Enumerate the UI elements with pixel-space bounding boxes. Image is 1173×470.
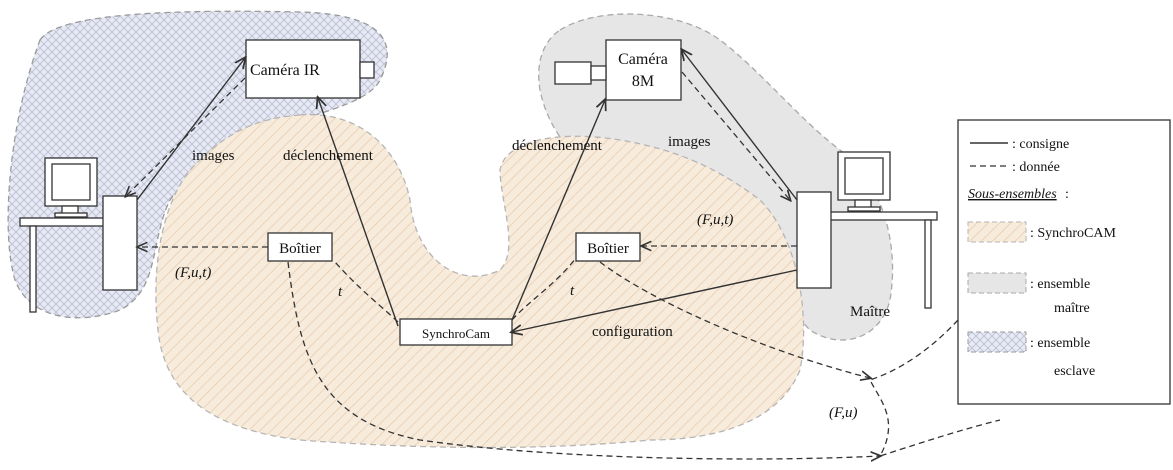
legend-consigne: : consigne <box>1012 137 1069 152</box>
camera-8m-label-1: Caméra <box>618 51 668 68</box>
images-left-label: images <box>192 148 235 164</box>
synchrocam-label: SynchroCam <box>422 326 490 341</box>
legend-maitre-swatch <box>967 272 1027 294</box>
fut-left-label: (F,u,t) <box>175 265 211 281</box>
legend-donnee: : donnée <box>1012 160 1060 175</box>
camera-ir-node: Caméra IR <box>245 39 375 99</box>
declenchement-left-label: déclenchement <box>283 148 374 164</box>
t-right-line <box>511 257 577 321</box>
slave-pc-icon <box>19 157 138 313</box>
consigne-maitre-to-camera-8m <box>682 50 798 201</box>
fu-legend-link <box>869 319 1001 458</box>
configuration-line <box>512 269 798 332</box>
images-camera-ir-to-pc <box>126 77 246 196</box>
declenchement-right-label: déclenchement <box>512 138 603 154</box>
images-right-label: images <box>668 134 711 150</box>
legend-esclave-swatch <box>967 331 1027 353</box>
fut-right-label: (F,u,t) <box>697 212 733 228</box>
legend-synchrocam-swatch <box>967 221 1027 243</box>
fu-label: (F,u) <box>829 405 857 421</box>
synchrocam-region <box>155 113 805 449</box>
maitre-label: Maître <box>850 304 890 320</box>
master-pc-icon <box>796 151 938 309</box>
t-left-label: t <box>338 284 343 300</box>
consigne-pc-to-camera-ir <box>136 58 245 201</box>
legend-esclave-2: esclave <box>1054 364 1095 379</box>
legend-sous-ensembles: Sous-ensembles <box>968 187 1057 202</box>
legend-esclave-1: : ensemble <box>1030 336 1090 351</box>
synchrocam-node: SynchroCam <box>399 318 513 346</box>
camera-8m-node: Caméra 8M <box>554 39 682 101</box>
boitier-right-node: Boîtier <box>575 232 641 262</box>
camera-8m-label-2: 8M <box>632 73 654 90</box>
declenchement-left-line <box>318 98 399 327</box>
fu-curve-right <box>599 261 870 378</box>
boitier-left-node: Boîtier <box>267 232 333 262</box>
fu-curve-left <box>287 261 880 459</box>
legend: : consigne : donnée Sous-ensembles : : S… <box>957 119 1171 405</box>
legend-maitre-1: : ensemble <box>1030 277 1090 292</box>
legend-maitre-2: maître <box>1054 301 1090 316</box>
legend-synchrocam: : SynchroCAM <box>1030 226 1117 241</box>
legend-sous-ensembles-colon: : <box>1065 187 1069 202</box>
declenchement-right-line <box>511 100 605 321</box>
images-camera-8m-to-maitre <box>681 71 790 200</box>
boitier-left-label: Boîtier <box>279 241 321 257</box>
boitier-right-label: Boîtier <box>587 241 629 257</box>
t-right-label: t <box>570 283 575 299</box>
camera-ir-label: Caméra IR <box>250 62 320 79</box>
configuration-label: configuration <box>592 324 673 340</box>
